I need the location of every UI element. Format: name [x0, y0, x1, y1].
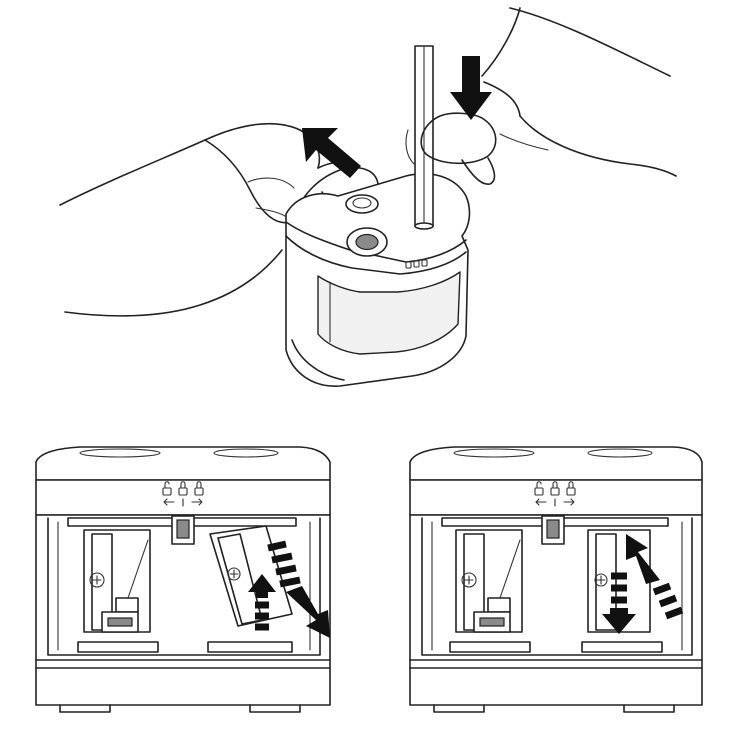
lock-icon	[194, 481, 204, 496]
panel-lock-blade-holder	[409, 446, 703, 713]
lock-icons-row	[534, 481, 576, 507]
lock-icons-row	[162, 481, 204, 507]
sharpener-body	[285, 173, 471, 387]
right-hand	[405, 7, 677, 185]
arrow-right-icon	[191, 498, 203, 506]
arrow-pull-down	[267, 540, 330, 638]
pencil	[414, 45, 434, 230]
arrow-pull-up	[626, 534, 684, 620]
arrow-push-up	[248, 574, 276, 631]
arrow-lift-up	[302, 128, 361, 178]
right-blade-holder-tilted	[207, 525, 293, 653]
left-blade-holder	[77, 529, 159, 653]
panel-insert-pencil	[59, 7, 677, 387]
unlock-icon	[534, 481, 544, 496]
arrow-left-icon	[163, 498, 175, 506]
lock-icon	[178, 481, 188, 496]
unlock-icon	[162, 481, 172, 496]
body-lock-icons	[405, 259, 428, 269]
panel-unlock-blade-holder	[35, 446, 331, 713]
arrow-right-icon	[563, 498, 575, 506]
lock-icon	[566, 481, 576, 496]
arrow-left-icon	[535, 498, 547, 506]
arrow-push-down	[602, 572, 636, 634]
lock-icon	[550, 481, 560, 496]
arrow-push-down	[450, 56, 492, 120]
left-blade-holder	[449, 529, 531, 653]
